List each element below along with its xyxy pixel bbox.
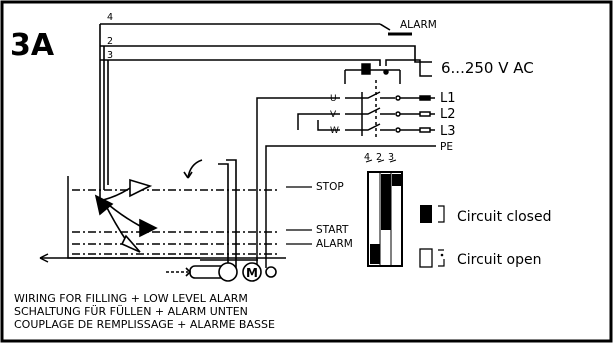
level-alarm-label: ALARM: [316, 238, 353, 250]
level-leaders: [286, 186, 312, 245]
wire-number-3: 3: [107, 50, 113, 61]
floats: [94, 178, 158, 253]
wire-3-line: [100, 59, 381, 66]
alarm-output-label: ALARM: [400, 19, 437, 31]
switch-state-chart: 4 2 3: [364, 152, 403, 267]
legend-open-swatch: [419, 248, 433, 268]
caption-line-de: SCHALTUNG FÜR FÜLLEN + ALARM UNTEN: [14, 305, 248, 318]
legend: [419, 205, 445, 268]
phase-l3-label: L3: [440, 124, 456, 139]
switch-number-3: 3: [388, 152, 394, 163]
motor-label: M: [246, 266, 258, 280]
open-contact-icon: [438, 249, 445, 267]
level-start-label: START: [316, 224, 349, 236]
level-stop-label: STOP: [316, 181, 344, 193]
wire-number-2: 2: [107, 36, 113, 47]
pump-motor: [218, 262, 277, 282]
phase-lines: [395, 95, 435, 133]
motor-icon: [242, 262, 262, 282]
ground-icon: [265, 266, 277, 278]
contactor: [344, 59, 432, 140]
motor-feed: [256, 97, 436, 268]
legend-open-label: Circuit open: [457, 252, 541, 268]
terminal-w-label: W: [330, 126, 339, 136]
state-3-closed: [392, 174, 401, 186]
pe-label: PE: [440, 141, 453, 153]
terminal-v-label: V: [330, 110, 337, 120]
terminal-u-label: U: [330, 94, 337, 104]
closed-contact-icon: [438, 205, 445, 223]
state-2-closed: [381, 174, 391, 230]
legend-closed-swatch: [420, 205, 432, 223]
tank: [39, 176, 286, 263]
inflow-pipe: [166, 159, 237, 279]
switch-number-2: 2: [376, 152, 382, 163]
figure-id: 3A: [10, 28, 55, 63]
caption-line-en: WIRING FOR FILLING + LOW LEVEL ALARM: [14, 292, 248, 305]
state-4-closed: [370, 244, 380, 264]
caption-line-fr: COUPLAGE DE REMPLISSAGE + ALARME BASSE: [14, 318, 275, 331]
phase-l2-label: L2: [440, 107, 456, 122]
phase-l1-label: L1: [440, 91, 456, 106]
supply-voltage-label: 6...250 V AC: [441, 59, 534, 77]
wire-number-4: 4: [107, 12, 113, 23]
pump-icon: [218, 262, 238, 282]
signal-wires: [99, 23, 432, 200]
switch-number-4: 4: [364, 152, 370, 163]
legend-closed-label: Circuit closed: [457, 209, 551, 225]
wire-2-line: [100, 45, 432, 63]
